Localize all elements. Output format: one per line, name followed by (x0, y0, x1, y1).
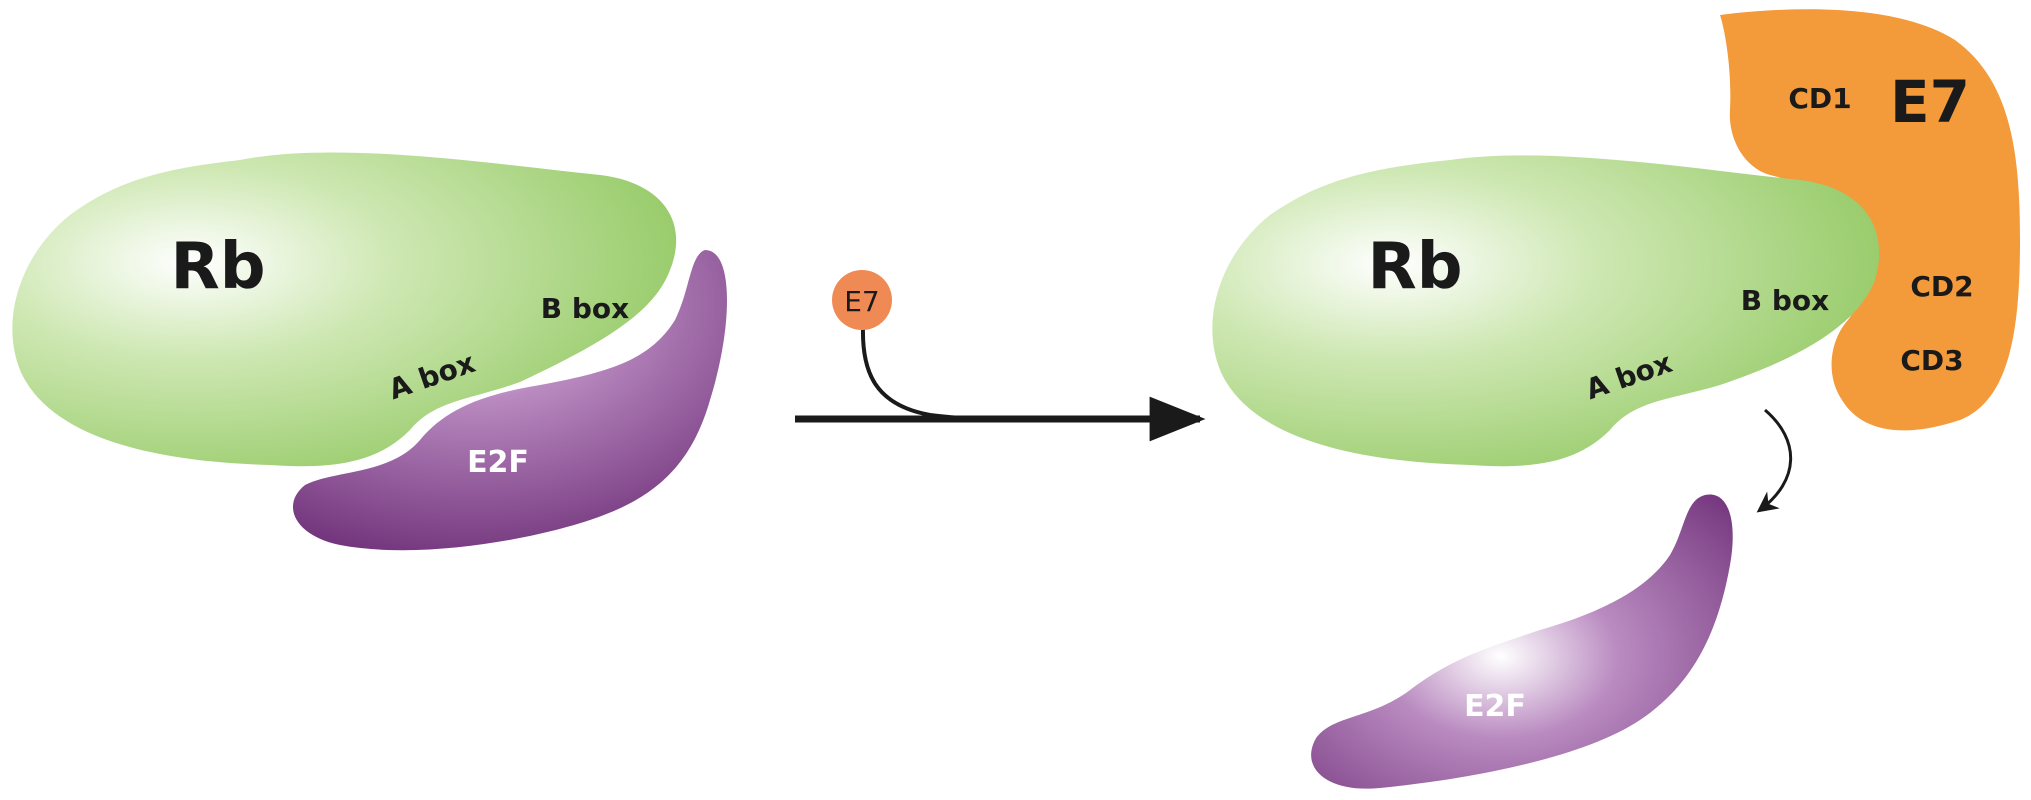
right-e2f-shape (1311, 494, 1733, 789)
right-rb-label: Rb (1367, 230, 1462, 304)
right-cd1-label: CD1 (1788, 82, 1851, 115)
e7-small-circle (832, 270, 892, 330)
right-complex: Rb B box A box E7 CD1 CD2 CD3 E2F (1212, 9, 2020, 789)
left-complex: Rb B box A box E2F (12, 152, 728, 551)
e7-tether-line (860, 327, 1021, 421)
right-cd2-label: CD2 (1910, 270, 1973, 303)
left-e2f-label: E2F (467, 445, 529, 480)
e7-small-label: E7 (844, 285, 880, 318)
left-e2f-shape (292, 250, 728, 551)
right-e7-label: E7 (1890, 68, 1970, 136)
release-arrow (1756, 408, 1793, 513)
left-rb-label: Rb (170, 230, 265, 304)
left-rb-shape (12, 152, 677, 467)
right-cd3-label: CD3 (1900, 344, 1963, 377)
right-e2f-label: E2F (1464, 689, 1526, 724)
transition-arrow-group: E7 (795, 270, 1206, 442)
right-rb-shape (1212, 155, 1880, 467)
left-b-box-label: B box (541, 292, 629, 325)
right-b-box-label: B box (1741, 284, 1829, 317)
